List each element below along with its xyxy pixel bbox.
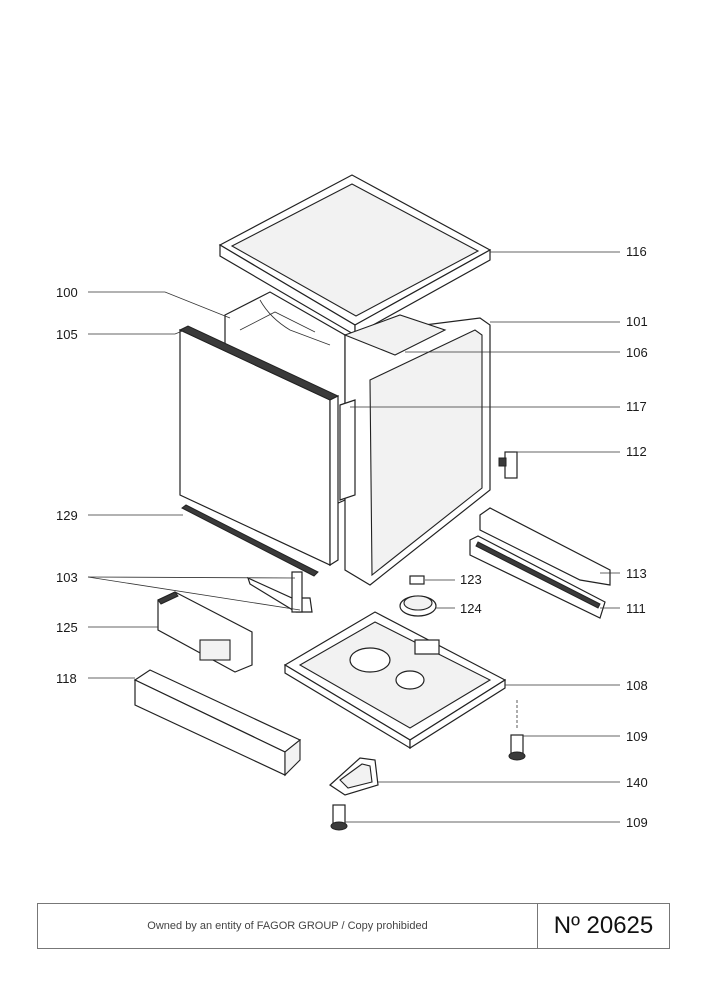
label-101: 101 bbox=[626, 314, 648, 329]
rail-part-111 bbox=[469, 535, 606, 619]
label-100: 100 bbox=[56, 285, 78, 300]
label-113: 113 bbox=[626, 566, 647, 581]
label-129: 129 bbox=[56, 508, 78, 523]
label-109-right: 109 bbox=[626, 729, 648, 744]
label-106: 106 bbox=[626, 345, 648, 360]
base-tray-part-108 bbox=[283, 611, 507, 750]
cap-part-124 bbox=[399, 595, 437, 617]
label-124: 124 bbox=[460, 601, 482, 616]
label-108: 108 bbox=[626, 678, 648, 693]
label-116: 116 bbox=[626, 244, 647, 259]
label-112: 112 bbox=[626, 444, 647, 459]
support-part-140 bbox=[329, 757, 379, 796]
leader-lines bbox=[87, 251, 620, 823]
document-number: Nº 20625 bbox=[553, 912, 654, 939]
label-109-bottom: 109 bbox=[626, 815, 648, 830]
foot-part-109-right bbox=[508, 700, 526, 761]
clip-part-123 bbox=[409, 575, 425, 585]
hinge-part-112 bbox=[498, 451, 518, 479]
plinth-part-118 bbox=[133, 669, 302, 777]
top-plate-part-106 bbox=[343, 314, 447, 356]
label-125: 125 bbox=[56, 620, 78, 635]
label-117: 117 bbox=[626, 399, 647, 414]
foot-part-109-bottom bbox=[330, 804, 348, 831]
label-140: 140 bbox=[626, 775, 648, 790]
part-labels: 116 100 105 101 106 117 112 129 113 103 … bbox=[56, 244, 648, 830]
label-123: 123 bbox=[460, 572, 482, 587]
strip-part-129 bbox=[181, 504, 319, 577]
cabinet-part-101 bbox=[344, 317, 491, 586]
label-105: 105 bbox=[56, 327, 78, 342]
exploded-parts-diagram: 116 100 105 101 106 117 112 129 113 103 … bbox=[56, 174, 648, 831]
label-103: 103 bbox=[56, 570, 78, 585]
seal-part-117 bbox=[339, 399, 356, 501]
label-118: 118 bbox=[56, 671, 77, 686]
door-panel-part-105 bbox=[178, 325, 340, 567]
worktop-part-116 bbox=[218, 174, 492, 337]
module-part-125 bbox=[157, 591, 253, 673]
bracket-part-103 bbox=[246, 571, 313, 613]
label-111: 111 bbox=[626, 601, 646, 616]
copyright-text: Owned by an entity of FAGOR GROUP / Copy… bbox=[38, 904, 538, 948]
kickplate-part-113 bbox=[479, 507, 611, 586]
footer-box: Owned by an entity of FAGOR GROUP / Copy… bbox=[37, 903, 670, 949]
